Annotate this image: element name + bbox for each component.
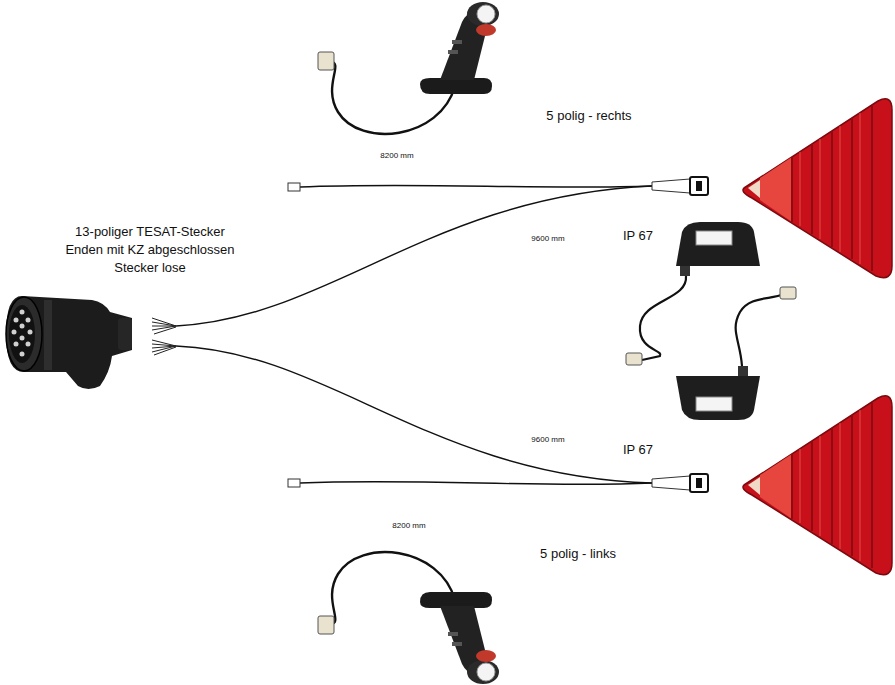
wire-ends [152, 318, 176, 355]
ip-rating: IP 67 [623, 443, 653, 458]
part-label: 5 polig - rechts [546, 109, 631, 124]
dimension-label: 9600 mm [531, 234, 564, 243]
part-label: 13-poliger TESAT-Stecker [75, 225, 225, 240]
dimension-label: 9600 mm [531, 435, 564, 444]
part-label: Enden mit KZ abgeschlossen [65, 243, 234, 258]
part-label: 5 polig - links [540, 547, 616, 562]
ip-rating: IP 67 [623, 229, 653, 244]
dimension-label: 8200 mm [392, 521, 425, 530]
plug-13-pin [6, 296, 132, 389]
plate-lamp [626, 222, 796, 420]
dimension-label: 8200 mm [380, 151, 413, 160]
part-label: Stecker lose [114, 261, 186, 276]
